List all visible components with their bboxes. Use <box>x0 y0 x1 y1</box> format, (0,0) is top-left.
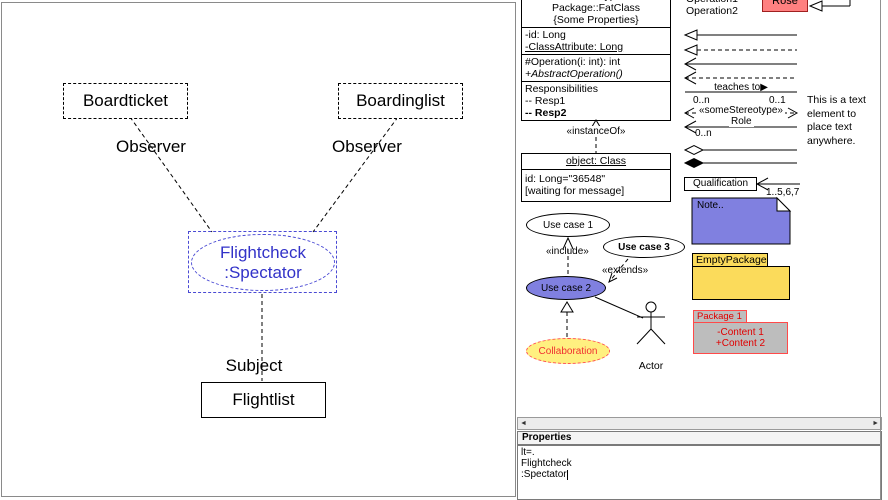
subject-label[interactable]: Subject <box>225 356 283 375</box>
collaboration-label: Collaboration <box>538 345 598 357</box>
palette-item-emptypackage[interactable]: EmptyPackage <box>692 253 768 267</box>
fatclass-properties: {Some Properties} <box>553 14 639 26</box>
palette-item-operations-text[interactable]: Operation1 Operation2 <box>686 0 738 17</box>
package1-content2: +Content 2 <box>715 338 766 349</box>
role-label: Role <box>729 116 754 127</box>
palette-item-package1[interactable]: Package 1 <box>693 310 747 323</box>
rose-label: Rose <box>772 0 798 7</box>
class-node-boardticket[interactable]: Boardticket <box>63 83 188 119</box>
boardinglist-label: Boardinglist <box>356 91 445 110</box>
fatclass-attr2: -ClassAttribute: Long <box>525 41 624 53</box>
palette-horizontal-scrollbar[interactable]: ◄ ► <box>517 417 882 430</box>
observer-label-right[interactable]: Observer <box>332 137 402 156</box>
canvas-connectors <box>0 0 517 500</box>
class-node-boardinglist[interactable]: Boardinglist <box>338 83 463 119</box>
flightlist-label: Flightlist <box>232 390 295 409</box>
palette-arrow-dependency[interactable] <box>685 72 797 84</box>
mult-left-label: 0..n <box>693 95 710 106</box>
object-title: object: Class <box>522 154 670 170</box>
emptypackage-body[interactable] <box>692 266 790 300</box>
mult-right-label: 0..1 <box>769 95 786 106</box>
usecase2-actor-line[interactable] <box>595 297 643 318</box>
text-cursor <box>566 470 568 480</box>
teaches-to-label: teaches to▶ <box>714 82 768 93</box>
package1-content1: -Content 1 <box>717 327 764 338</box>
object-line2: [waiting for message] <box>525 185 625 197</box>
fatclass-stereotype: «Stereotype» <box>525 0 667 2</box>
note-shape[interactable] <box>692 198 790 244</box>
qualification-label: Qualification <box>692 178 749 189</box>
flightcheck-line1: Flightcheck <box>220 242 306 262</box>
palette-item-qualification[interactable]: Qualification <box>684 177 757 191</box>
boardticket-label: Boardticket <box>82 91 169 110</box>
scroll-right-icon[interactable]: ► <box>872 420 879 427</box>
flightcheck-line2: :Spectator <box>224 262 302 282</box>
rose-self-inheritance-arrow[interactable] <box>810 0 850 11</box>
extends-arrow[interactable] <box>609 259 628 282</box>
canvas-border <box>1 2 516 497</box>
palette-item-rose-class[interactable]: Rose <box>762 0 808 12</box>
palette-arrow-role[interactable] <box>685 121 797 133</box>
qualification-mult-label: 1..5,6,7 <box>766 187 800 198</box>
properties-title: Properties <box>522 432 572 443</box>
selection-rectangle <box>188 231 337 293</box>
class-node-flightlist[interactable]: Flightlist <box>201 382 326 418</box>
package1-title: Package 1 <box>697 311 742 322</box>
palette-item-usecase2[interactable]: Use case 2 <box>526 276 606 300</box>
properties-text: lt=. Flightcheck :Spectator <box>521 447 572 480</box>
instanceof-text: «instanceOf» <box>564 126 628 137</box>
palette-item-collaboration[interactable]: Collaboration <box>526 338 610 364</box>
fatclass-attr1: -id: Long <box>525 29 566 41</box>
fatclass-op1: #Operation(i: int): int <box>525 56 621 68</box>
fatclass-resp2: -- Resp2 <box>525 107 567 119</box>
palette-arrow-composition[interactable] <box>685 159 797 168</box>
instanceof-label: «instanceOf» <box>554 126 638 137</box>
palette-arrow-realization[interactable] <box>685 45 797 55</box>
fatclass-op2: +AbstractOperation() <box>525 68 623 80</box>
usecase1-label: Use case 1 <box>542 219 594 231</box>
collaboration-generalization-arrow[interactable] <box>561 302 573 338</box>
fatclass-resp-title: Responsibilities <box>525 83 598 95</box>
palette-item-object[interactable]: object: Class id: Long="36548" [waiting … <box>521 153 671 202</box>
palette-item-usecase1[interactable]: Use case 1 <box>526 213 610 237</box>
palette-arrow-generalization[interactable] <box>685 30 797 40</box>
palette-item-fatclass[interactable]: «Stereotype» Package::FatClass {Some Pro… <box>521 0 671 121</box>
properties-header: Properties <box>517 431 882 445</box>
scroll-left-icon[interactable]: ◄ <box>520 420 527 427</box>
uml-palette[interactable]: «Stereotype» Package::FatClass {Some Pro… <box>517 0 881 417</box>
usecase3-label: Use case 3 <box>618 241 670 253</box>
object-line1: id: Long="36548" <box>525 173 606 185</box>
somestereotype-text: «someStereotype» <box>697 105 785 116</box>
qualification-arrow[interactable] <box>757 178 800 190</box>
window-right-border <box>880 0 881 500</box>
flightcheck-node-selected[interactable]: Flightcheck :Spectator <box>191 234 335 291</box>
include-arrow[interactable] <box>563 238 573 276</box>
emptypackage-label: EmptyPackage <box>696 254 767 266</box>
note-label: Note.. <box>697 200 724 211</box>
role-mult-label: 0..n <box>695 128 712 139</box>
actor-icon[interactable] <box>637 302 665 344</box>
properties-editor[interactable]: lt=. Flightcheck :Spectator <box>517 445 882 500</box>
fatclass-resp1: -- Resp1 <box>525 95 566 107</box>
somestereotype-label: «someStereotype» <box>685 105 797 116</box>
observer-label-left[interactable]: Observer <box>116 137 186 156</box>
diagram-canvas[interactable]: Boardticket Boardinglist Observer Observ… <box>0 0 517 500</box>
palette-item-usecase3[interactable]: Use case 3 <box>603 236 685 258</box>
extends-label: «extends» <box>602 265 649 276</box>
usecase2-label: Use case 2 <box>540 282 592 294</box>
palette-arrow-directed[interactable] <box>685 58 797 70</box>
palette-arrow-aggregation[interactable] <box>685 146 797 155</box>
fatclass-name: Package::FatClass <box>551 2 641 14</box>
palette-item-text-element[interactable]: This is a text element to place text any… <box>807 94 866 147</box>
include-label: «include» <box>546 246 589 257</box>
package1-body[interactable]: -Content 1 +Content 2 <box>693 322 788 354</box>
actor-label: Actor <box>638 360 664 372</box>
